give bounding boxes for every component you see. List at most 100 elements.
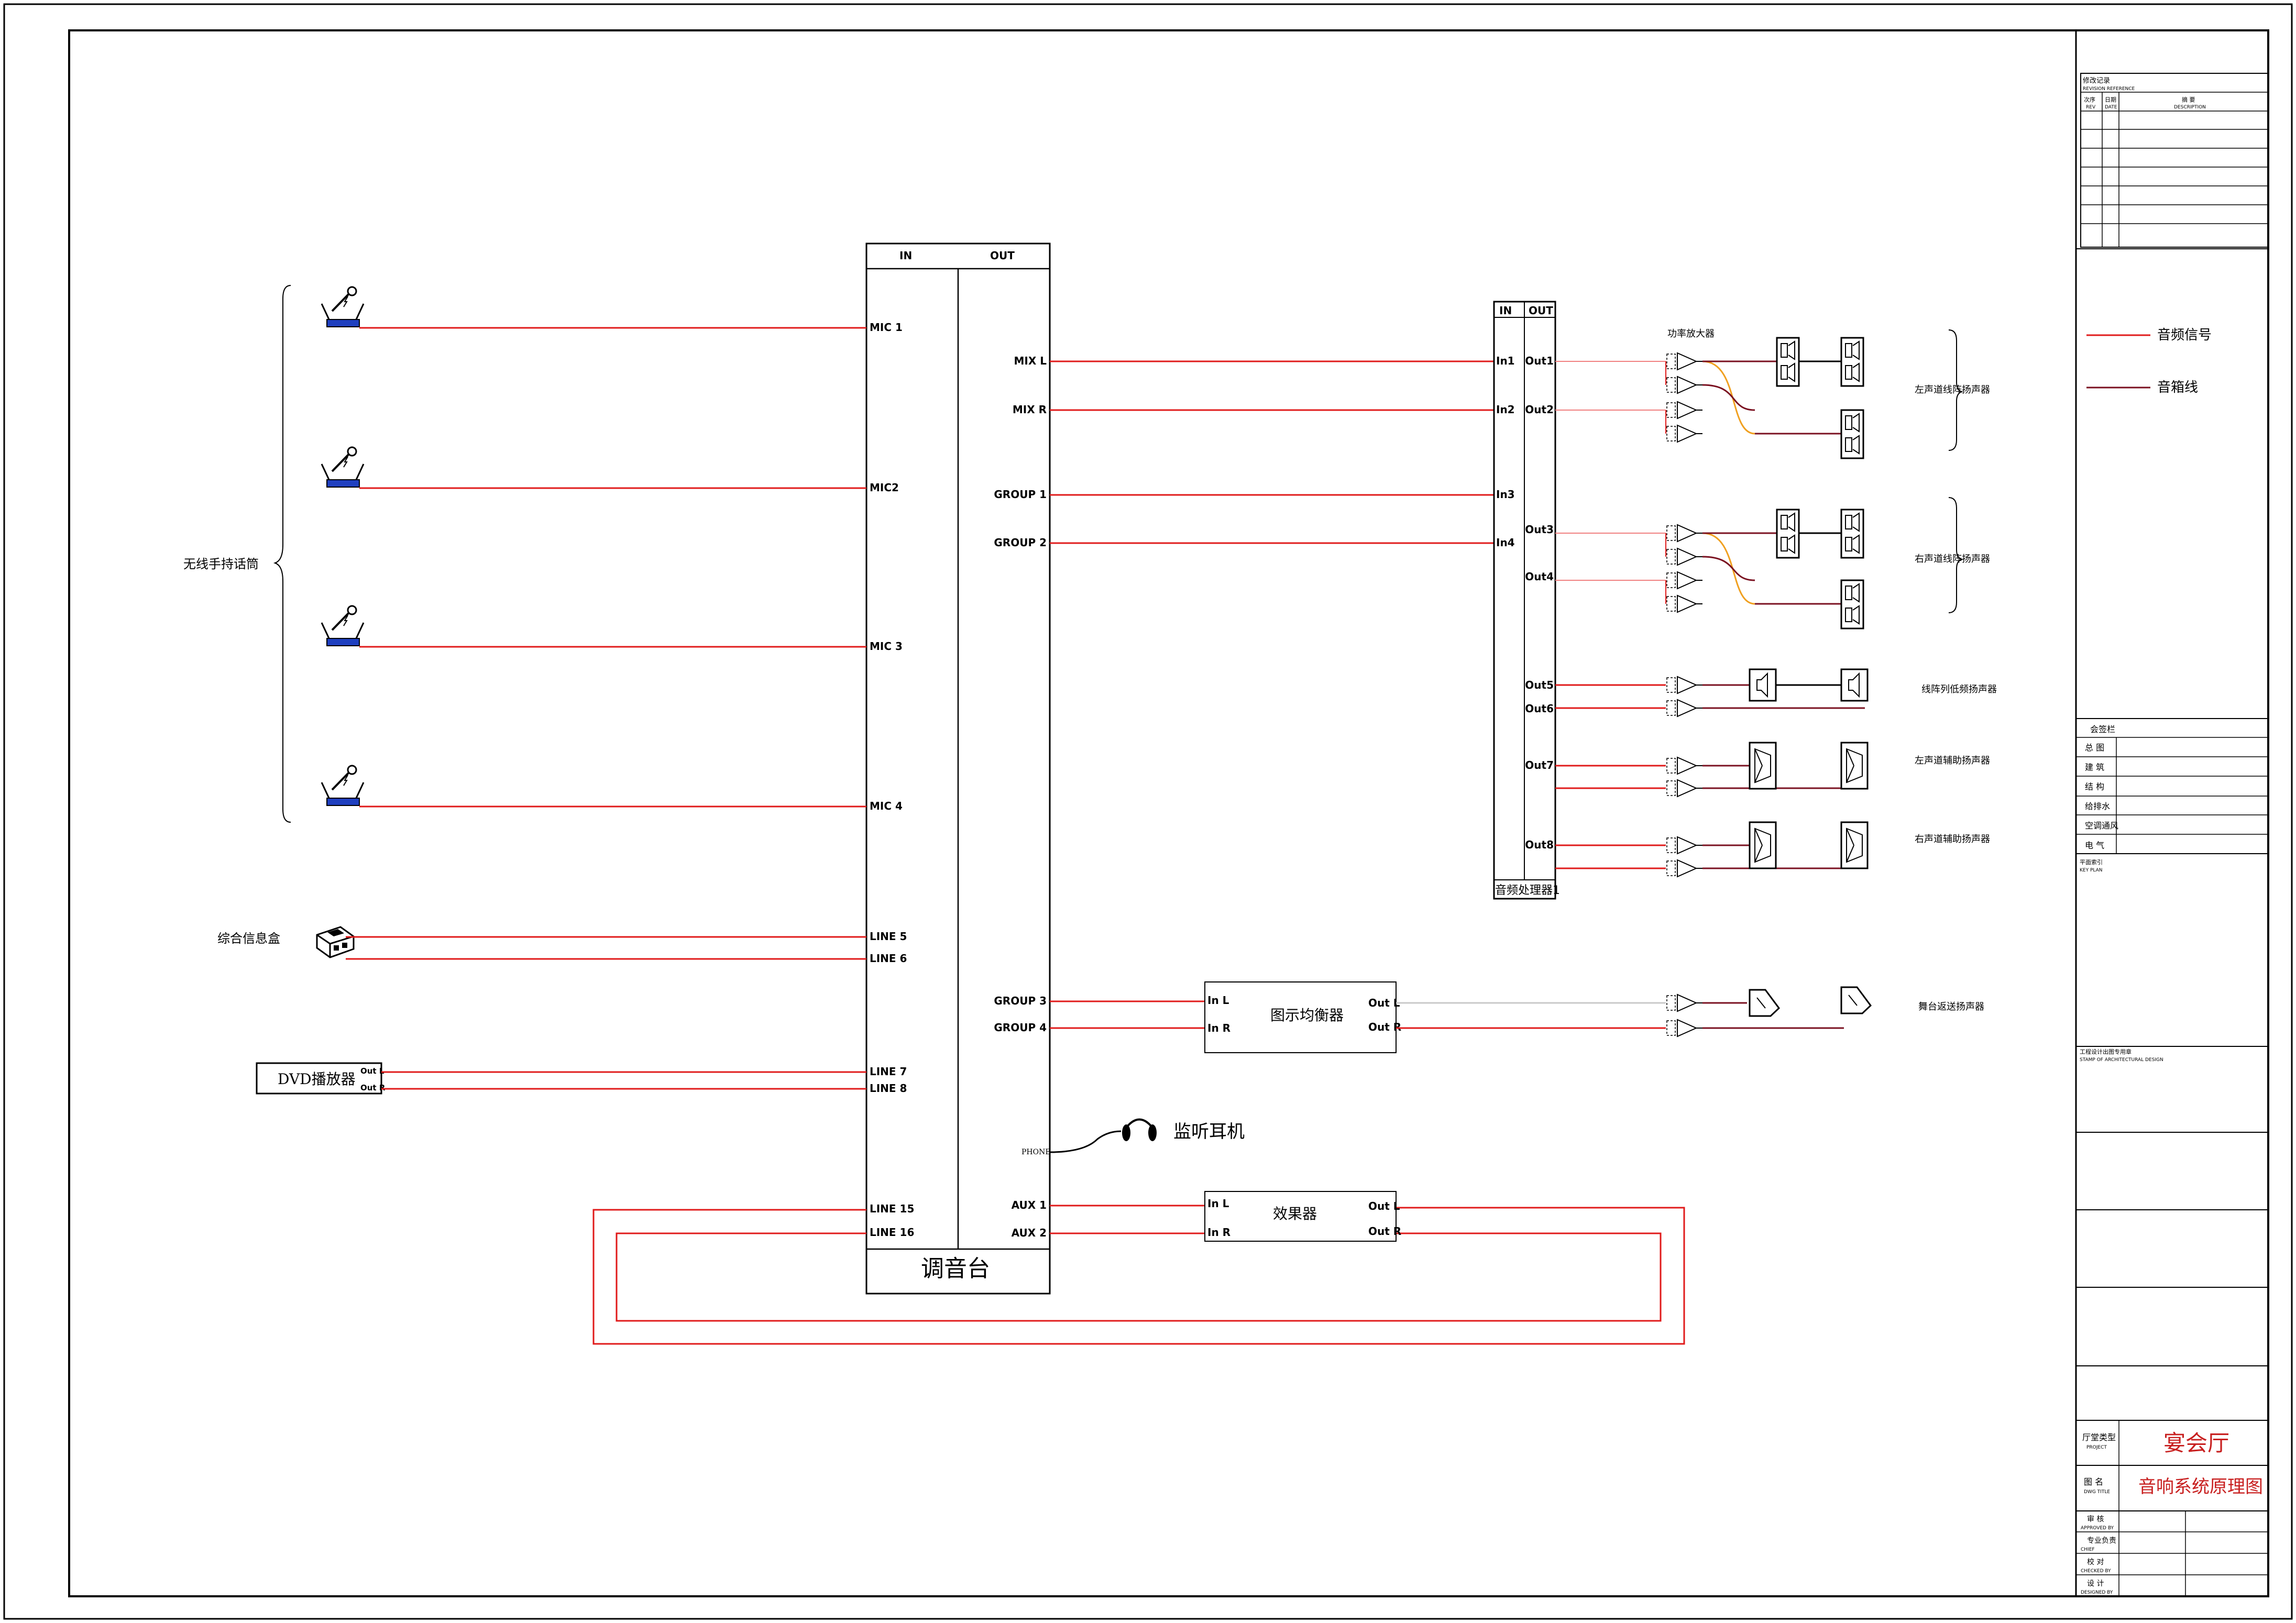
processor-input-label: In4 xyxy=(1496,536,1515,549)
phone-label: PHONE xyxy=(1021,1148,1051,1156)
effects-in-l: In L xyxy=(1207,1197,1229,1210)
mixer-output-label: MIX L xyxy=(1014,355,1047,367)
rev-date-header: 日期 xyxy=(2105,96,2116,103)
speaker-group-label: 线阵列低频扬声器 xyxy=(1921,684,1997,695)
mixer-input-label: MIC 4 xyxy=(870,800,903,812)
wireless-mic-icon xyxy=(321,286,365,327)
headphone-icon xyxy=(1049,1118,1157,1153)
mixer-input-label: LINE 8 xyxy=(870,1082,907,1095)
processor-output-label: Out2 xyxy=(1525,403,1554,416)
amp-triangle xyxy=(1666,352,1702,371)
speaker-group-label: 舞台返送扬声器 xyxy=(1918,1001,1984,1012)
approval-label: 专业负责 xyxy=(2087,1537,2116,1545)
speaker-icon xyxy=(1749,742,1777,790)
amp-triangle xyxy=(1666,424,1702,443)
line-array-speaker-icon xyxy=(1840,509,1864,559)
sources: 无线手持话筒 综合信息盒 DVD播放器 Out L Out R xyxy=(183,285,386,1095)
speaker-icon xyxy=(1840,986,1872,1014)
key-plan-label-en: KEY PLAN xyxy=(2080,868,2102,873)
effects-unit: 效果器 In L In R Out L Out R xyxy=(1204,1191,1401,1242)
drawing-label-en: DWG TITLE xyxy=(2084,1489,2110,1495)
speaker-group-label: 右声道辅助扬声器 xyxy=(1915,834,1990,845)
amp-triangle xyxy=(1666,676,1702,694)
amp-triangle xyxy=(1666,401,1702,419)
mixer-input-label: MIC 3 xyxy=(870,640,903,653)
line-array-speaker-icon xyxy=(1776,337,1800,387)
input-wiring xyxy=(346,327,1685,1345)
project-value: 宴会厅 xyxy=(2163,1430,2229,1456)
headphone-label: 监听耳机 xyxy=(1173,1121,1245,1142)
rev-no-header-en: REV xyxy=(2086,105,2096,110)
line-array-speaker-icon xyxy=(1776,509,1800,559)
mixer-output-label: AUX 1 xyxy=(1012,1199,1047,1211)
graphic-eq: 图示均衡器 In L In R Out L Out R xyxy=(1204,981,1401,1053)
speaker-group-label: 左声道辅助扬声器 xyxy=(1915,755,1990,766)
stamp-label-en: STAMP OF ARCHITECTURAL DESIGN xyxy=(2080,1057,2163,1063)
dvd-box xyxy=(256,1062,382,1095)
mixer-output-label: GROUP 2 xyxy=(994,536,1047,549)
mixer-out-header: OUT xyxy=(990,249,1015,262)
amp-triangle xyxy=(1666,524,1702,543)
outer-border xyxy=(3,3,2293,1620)
eq-box xyxy=(1204,981,1397,1053)
eq-in-l: In L xyxy=(1207,994,1229,1007)
mixer-input-label: MIC2 xyxy=(870,481,899,494)
amp-triangle xyxy=(1666,376,1702,394)
rev-desc-header-en: DESCRIPTION xyxy=(2174,105,2206,110)
legend-cable-label: 音箱线 xyxy=(2157,380,2198,395)
amp-triangle xyxy=(1666,571,1702,590)
title-block: 修改记录 REVISION REFERENCE 次序 REV 日期 DATE 摘… xyxy=(2075,30,2269,1596)
amp-triangle xyxy=(1666,1019,1702,1037)
processor-output-label: Out3 xyxy=(1525,523,1554,536)
processor-input-label: In3 xyxy=(1496,488,1515,501)
processor-in-header: IN xyxy=(1499,304,1512,317)
mixer-name: 调音台 xyxy=(921,1255,990,1282)
processor-output-label: Out8 xyxy=(1525,838,1554,851)
processor-out-header: OUT xyxy=(1529,304,1553,317)
amp-triangle xyxy=(1666,779,1702,798)
dvd-label: DVD播放器 xyxy=(278,1070,356,1088)
approval-label: 设 计 xyxy=(2087,1580,2104,1588)
amp-triangle xyxy=(1666,699,1702,717)
dvd-out-l: Out L xyxy=(360,1066,385,1076)
processor-input-label: In1 xyxy=(1496,355,1515,367)
mixer-output-label: GROUP 3 xyxy=(994,995,1047,1007)
revision-title-en: REVISION REFERENCE xyxy=(2083,86,2135,92)
mixer-output-label: GROUP 1 xyxy=(994,488,1047,501)
dvd-out-r: Out R xyxy=(360,1083,386,1092)
drawing-label: 图 名 xyxy=(2084,1477,2103,1487)
project-label: 厅堂类型 xyxy=(2082,1432,2116,1442)
line-array-speaker-icon xyxy=(1840,579,1864,630)
info-box-icon xyxy=(316,926,355,958)
wireless-mic-icon xyxy=(321,446,365,488)
wireless-mic-icon xyxy=(321,765,365,806)
speaker-group-label: 左声道线阵扬声器 xyxy=(1915,384,1990,395)
signoff-row-label: 空调通风 xyxy=(2085,821,2118,831)
amp-channels xyxy=(1555,337,1872,1037)
processor-output-label: Out1 xyxy=(1525,355,1554,367)
eq-in-r: In R xyxy=(1207,1022,1231,1034)
mixer-output-label: GROUP 4 xyxy=(994,1021,1047,1034)
amp-triangle xyxy=(1666,547,1702,566)
approval-label-en: CHIEF xyxy=(2081,1547,2095,1552)
effects-out-r: Out R xyxy=(1368,1225,1401,1238)
speaker-icon xyxy=(1840,668,1869,702)
mixer-input-label: LINE 16 xyxy=(870,1226,914,1239)
rev-date-header-en: DATE xyxy=(2105,105,2117,110)
mixer-box xyxy=(865,242,1051,1295)
approval-label-en: DESIGNED BY xyxy=(2081,1590,2113,1595)
drawing-value: 音响系统原理图 xyxy=(2138,1476,2263,1497)
effects-name: 效果器 xyxy=(1273,1205,1317,1222)
speaker-icon xyxy=(1840,742,1869,790)
info-box-label: 综合信息盒 xyxy=(217,931,280,946)
eq-out-wiring xyxy=(1396,1002,1666,1029)
speaker-icon xyxy=(1749,989,1781,1017)
rev-no-header: 次序 xyxy=(2084,96,2095,103)
amp-triangle xyxy=(1666,594,1702,613)
line-array-speaker-icon xyxy=(1840,337,1864,387)
key-plan-label: 平面索引 xyxy=(2080,858,2103,866)
signoff-row-label: 建 筑 xyxy=(2085,762,2104,772)
